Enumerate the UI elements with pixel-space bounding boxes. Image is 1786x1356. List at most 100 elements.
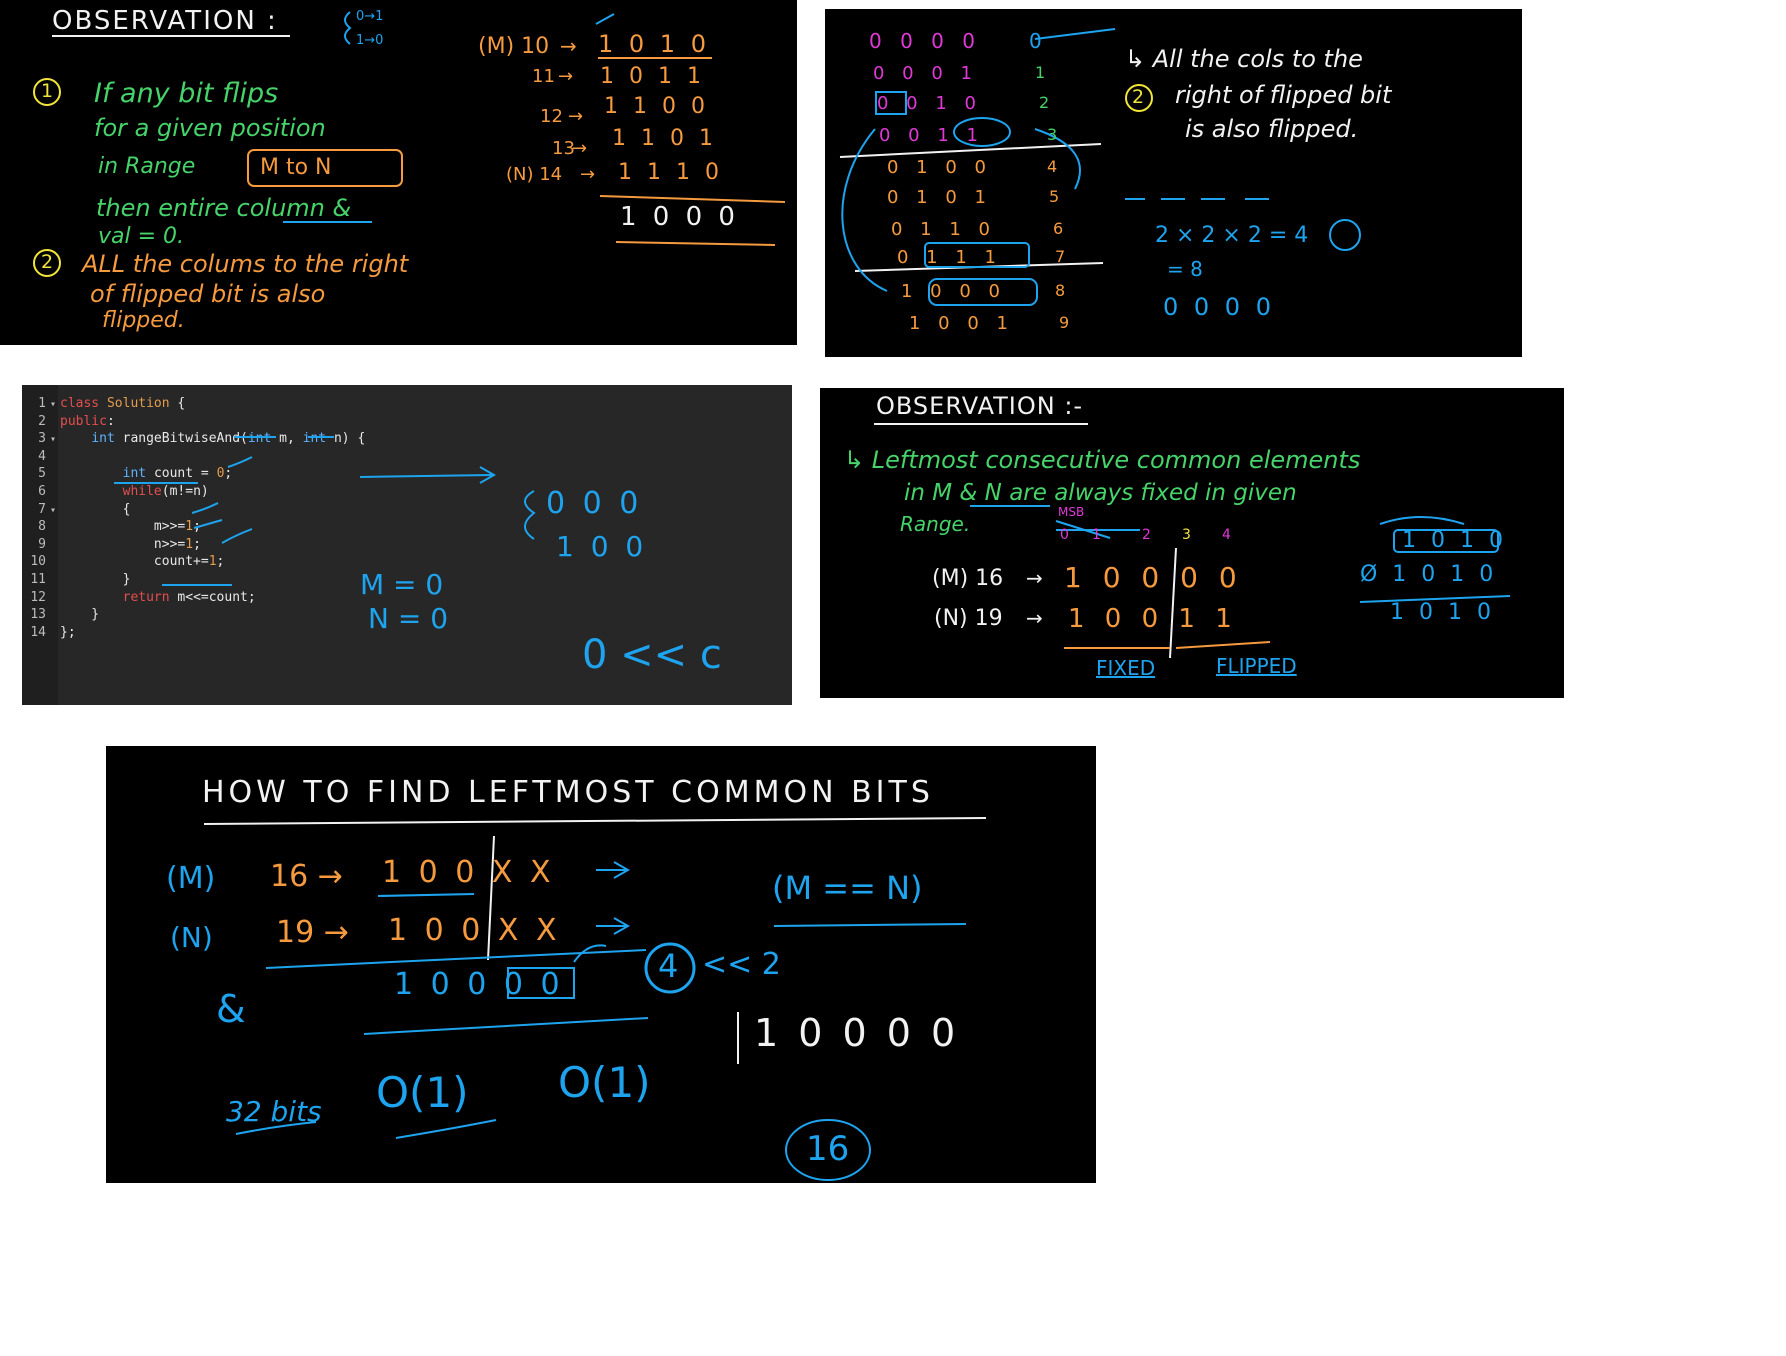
arrow: → bbox=[560, 34, 577, 58]
bits-row-8: 1 0 0 0 bbox=[901, 281, 1006, 302]
row-num-4: 4 bbox=[1047, 157, 1058, 176]
big-bits: 1 0 0 0 0 bbox=[754, 1011, 960, 1055]
bits-32: 32 bits bbox=[226, 1095, 322, 1128]
observation-panel-3: OBSERVATION :- ↳ Leftmost consecutive co… bbox=[820, 388, 1564, 698]
code-line: 9 n>>=1; bbox=[22, 536, 365, 554]
arrow: → bbox=[558, 66, 574, 87]
fold-arrow-icon[interactable]: ▾ bbox=[50, 434, 57, 446]
shift-amount: << 2 bbox=[702, 947, 781, 982]
m-label: (M) bbox=[166, 861, 216, 896]
row-bits-13: 1 1 0 1 bbox=[612, 126, 717, 151]
code-token: rangeBitwiseAnd( bbox=[122, 431, 248, 447]
obs2-marker: 2 bbox=[41, 251, 54, 273]
bits-row-3: 0 0 1 1 bbox=[879, 125, 984, 146]
line-number: 4 bbox=[38, 448, 46, 464]
code-line: 6 while(m!=n) bbox=[22, 483, 365, 501]
line-number: 14 bbox=[30, 624, 46, 640]
code-token: int bbox=[91, 431, 123, 447]
idx-4: 4 bbox=[1222, 527, 1231, 543]
code-token: int bbox=[302, 431, 334, 447]
note-line-3: is also flipped. bbox=[1185, 115, 1359, 143]
code-token: 1 bbox=[185, 519, 194, 535]
code-line: 14}; bbox=[22, 624, 365, 642]
obs2-line-2: of flipped bit is also bbox=[90, 280, 326, 308]
line-number: 10 bbox=[30, 554, 46, 570]
code-token: class bbox=[60, 396, 107, 411]
code-token: return bbox=[122, 589, 178, 605]
line-number: 2 bbox=[38, 413, 46, 429]
obs1-marker: 1 bbox=[41, 80, 54, 102]
bits-row-4: 0 1 0 0 bbox=[887, 157, 992, 178]
fixed-label: FIXED bbox=[1096, 656, 1156, 680]
m-value: 16 → bbox=[270, 859, 343, 894]
line-number: 9 bbox=[38, 536, 46, 552]
bits-row-6: 0 1 1 0 bbox=[891, 219, 996, 240]
obs1-line-5: val = 0. bbox=[98, 224, 185, 249]
row-num-9: 9 bbox=[1059, 313, 1070, 332]
code-token: 0 bbox=[216, 466, 225, 482]
code-line: 7▾ { bbox=[22, 501, 365, 519]
right-result-bits: 1 0 1 0 bbox=[1390, 600, 1495, 625]
panel4-line-3: Range. bbox=[900, 512, 971, 536]
code-token: ; bbox=[224, 466, 233, 482]
bits-row-1: 0 0 0 1 bbox=[873, 63, 978, 84]
n-label: (N) bbox=[170, 921, 213, 954]
code-line: 4 bbox=[22, 448, 365, 466]
calc-equals: = 8 bbox=[1167, 257, 1203, 281]
n-bits: 1 0 0 1 1 bbox=[1068, 604, 1238, 634]
note-line-1: ↳ All the cols to the bbox=[1125, 45, 1363, 73]
line-number: 8 bbox=[38, 519, 46, 535]
code-token: n>>= bbox=[60, 536, 186, 552]
row-bits-14: 1 1 1 0 bbox=[618, 160, 723, 185]
code-token: } bbox=[60, 571, 131, 587]
code-token: ; bbox=[216, 554, 225, 570]
condition: (M == N) bbox=[772, 869, 923, 907]
row-label-10: (M) 10 bbox=[478, 34, 550, 59]
brace-top-bits: 0 0 0 bbox=[546, 486, 643, 521]
panel4-strokes bbox=[874, 423, 1511, 659]
obs2-line-3: flipped. bbox=[102, 308, 185, 333]
n-value: 19 → bbox=[276, 915, 349, 950]
line-number: 6 bbox=[38, 483, 46, 499]
row-label-11: 11 bbox=[532, 66, 555, 87]
panel4-title: OBSERVATION :- bbox=[876, 392, 1084, 420]
code-line: 5 int count = 0; bbox=[22, 465, 365, 483]
code-line: 3▾ int rangeBitwiseAnd(int m, int n) { bbox=[22, 430, 365, 448]
row-num-7: 7 bbox=[1055, 247, 1066, 266]
code-token: 1 bbox=[185, 536, 194, 552]
bits-row-9: 1 0 0 1 bbox=[909, 313, 1014, 334]
result-bits: 1 0 0 0 bbox=[620, 202, 739, 232]
fold-arrow-icon[interactable]: ▾ bbox=[50, 399, 57, 410]
complexity-2: O(1) bbox=[558, 1058, 651, 1107]
range-box-text: M to N bbox=[260, 155, 332, 180]
code-token: public bbox=[60, 413, 107, 429]
obs1-line-4: then entire column & bbox=[96, 194, 352, 222]
m-bits: 1 0 0 X X bbox=[382, 855, 555, 890]
n-equals: N = 0 bbox=[368, 602, 449, 635]
obs2-line-1: ALL the colums to the right bbox=[82, 250, 409, 278]
brace-bottom-bits: 1 0 0 bbox=[556, 530, 648, 563]
code-token: n) { bbox=[333, 431, 366, 447]
line-number: 5 bbox=[38, 466, 46, 482]
obs1-line-1: If any bit flips bbox=[94, 78, 279, 109]
code-token: (m!=n) bbox=[161, 483, 209, 499]
code-token: int bbox=[247, 431, 280, 447]
row-num-0: 0 bbox=[1029, 29, 1042, 53]
fold-arrow-icon[interactable]: ▾ bbox=[50, 504, 57, 516]
arrow: → bbox=[568, 106, 584, 127]
line-number: 1 bbox=[38, 396, 46, 411]
note-line-2: right of flipped bit bbox=[1175, 81, 1392, 109]
panel1-strokes bbox=[33, 11, 786, 277]
code-token: m>>= bbox=[60, 519, 186, 535]
arrow: → bbox=[572, 138, 588, 159]
idx-0: 0 bbox=[1060, 527, 1069, 543]
leftmost-common-bits-panel: HOW TO FIND LEFTMOST COMMON BITS (M) 16 … bbox=[106, 746, 1096, 1183]
row-num-8: 8 bbox=[1055, 281, 1066, 300]
code-line: 13 } bbox=[22, 606, 365, 624]
calc-bits: 0 0 0 0 bbox=[1163, 293, 1275, 321]
row-num-5: 5 bbox=[1049, 187, 1060, 206]
panel5-title: HOW TO FIND LEFTMOST COMMON BITS bbox=[202, 775, 934, 810]
